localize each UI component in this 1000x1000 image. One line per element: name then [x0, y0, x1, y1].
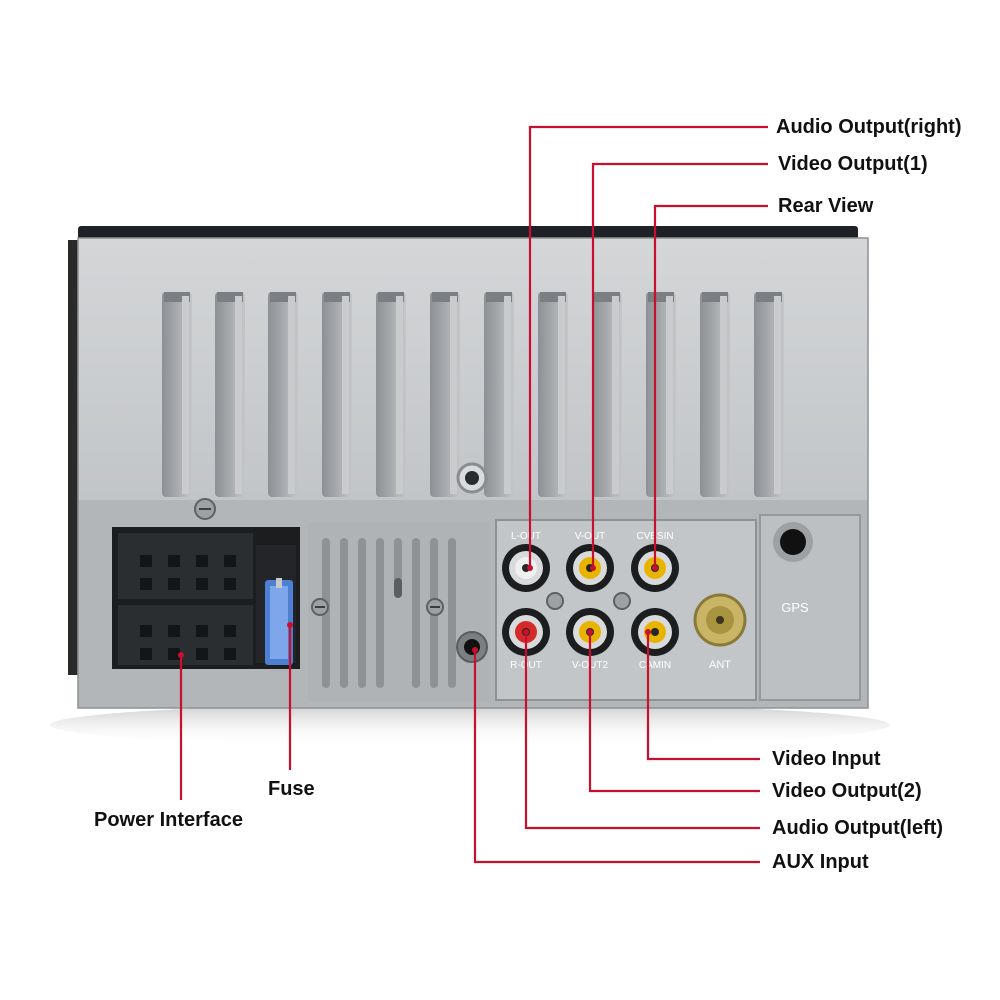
- cooling-fin: [322, 292, 352, 497]
- connector-pin: [196, 555, 208, 567]
- panel-label-v-out: V-OUT: [575, 531, 606, 542]
- ground-shadow: [50, 703, 890, 747]
- connector-pin: [168, 578, 180, 590]
- connector-pin: [168, 555, 180, 567]
- connector-pins: [140, 555, 236, 660]
- cooling-fin: [592, 292, 622, 497]
- connector-pin: [168, 648, 180, 660]
- leader-audio-output-right: [528, 125, 768, 568]
- connector-pin: [140, 578, 152, 590]
- gps-port: [759, 514, 861, 701]
- connector-pin: [140, 555, 152, 567]
- connector-pin: [224, 625, 236, 637]
- cooling-fin: [646, 292, 676, 497]
- cooling-fin: [376, 292, 406, 497]
- panel-label-gps: GPS: [781, 600, 809, 615]
- vent-slot: [376, 538, 384, 688]
- leader-video-input: [646, 632, 760, 761]
- leader-video-output-1: [591, 162, 768, 568]
- cooling-fin: [538, 292, 568, 497]
- connector-pin: [196, 625, 208, 637]
- screw-icon: [311, 598, 329, 616]
- screw-icon: [613, 592, 631, 610]
- connector-pin: [196, 578, 208, 590]
- label-rear-view: Rear View: [778, 195, 874, 217]
- cooling-fin: [430, 292, 460, 497]
- label-aux-input: AUX Input: [772, 851, 869, 873]
- cooling-fin: [162, 292, 192, 497]
- antenna-connector: [693, 593, 747, 647]
- leader-rear-view: [653, 204, 768, 568]
- leader-dots: [178, 565, 658, 658]
- vent-slot: [340, 538, 348, 688]
- label-video-output-2: Video Output(2): [772, 780, 922, 802]
- connector-pin: [140, 648, 152, 660]
- leader-aux-input: [473, 650, 760, 864]
- connector-pin: [168, 625, 180, 637]
- screw-icon: [194, 498, 216, 520]
- leader-video-output-2: [588, 632, 760, 793]
- connector-pin: [196, 648, 208, 660]
- label-power-interface: Power Interface: [94, 809, 243, 831]
- rca-jack: [502, 544, 550, 592]
- cooling-fins: [162, 292, 784, 497]
- cooling-fin: [754, 292, 784, 497]
- panel-label-l-out: L-OUT: [511, 531, 541, 542]
- vent-slots: [308, 522, 490, 702]
- vent-slot: [358, 538, 366, 688]
- vent-slot: [394, 578, 402, 598]
- panel-label-ant: ANT: [709, 659, 731, 671]
- leader-lines: [179, 125, 768, 864]
- screw-icon: [426, 598, 444, 616]
- label-video-input: Video Input: [772, 748, 881, 770]
- vent-slot: [448, 538, 456, 688]
- connector-pin: [224, 555, 236, 567]
- label-video-output-1: Video Output(1): [778, 153, 928, 175]
- vent-slot: [412, 538, 420, 688]
- aux-jack: [456, 631, 488, 663]
- cooling-fin: [700, 292, 730, 497]
- connector-pin: [140, 625, 152, 637]
- label-fuse: Fuse: [268, 778, 315, 800]
- fuse-icon: [265, 578, 293, 665]
- cooling-fin: [268, 292, 298, 497]
- leader-audio-output-left: [524, 632, 760, 830]
- connector-pin: [224, 648, 236, 660]
- connector-pin: [224, 578, 236, 590]
- label-audio-output-right: Audio Output(right): [776, 116, 962, 138]
- cooling-fin: [484, 292, 514, 497]
- rca-jack: [631, 608, 679, 656]
- cooling-fin: [215, 292, 245, 497]
- label-audio-output-left: Audio Output(left): [772, 817, 944, 839]
- screw-icon: [546, 592, 564, 610]
- panel-label-camin: CAMIN: [639, 660, 671, 671]
